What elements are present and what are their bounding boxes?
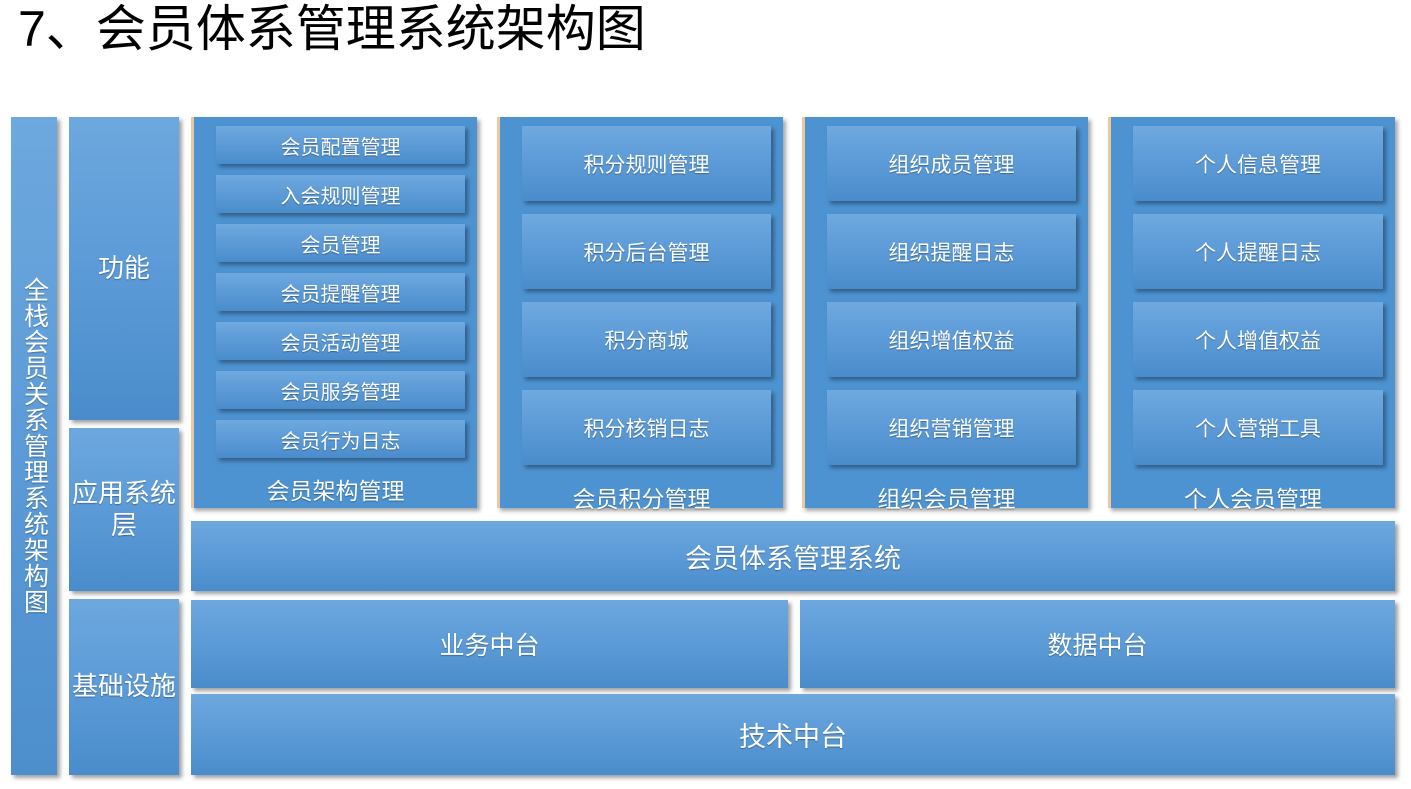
module-chip[interactable]: 积分核销日志: [522, 390, 771, 465]
layer-infrastructure-label: 基础设施: [71, 671, 176, 702]
spine-text: 全栈会员关系管理系统架构图: [20, 277, 49, 615]
diagram-spine-label: 全栈会员关系管理系统架构图: [11, 117, 57, 775]
module-chip[interactable]: 积分后台管理: [522, 214, 771, 289]
column-organization-member: 组织成员管理 组织提醒日志 组织增值权益 组织营销管理 组织会员管理: [802, 117, 1088, 512]
row-business-middle-platform[interactable]: 业务中台: [191, 600, 788, 688]
module-chip[interactable]: 会员行为日志: [216, 420, 465, 458]
column-personal-member: 个人信息管理 个人提醒日志 个人增值权益 个人营销工具 个人会员管理: [1108, 117, 1395, 512]
column-member-points: 积分规则管理 积分后台管理 积分商城 积分核销日志 会员积分管理: [497, 117, 783, 512]
layer-infrastructure: 基础设施: [69, 599, 179, 775]
module-chip[interactable]: 入会规则管理: [216, 175, 465, 213]
module-chip[interactable]: 会员活动管理: [216, 322, 465, 360]
module-chip[interactable]: 积分规则管理: [522, 126, 771, 201]
module-chip[interactable]: 积分商城: [522, 302, 771, 377]
layer-application-system-label: 应用系统层: [71, 477, 176, 540]
column-footer-label: 会员架构管理: [266, 478, 405, 504]
module-chip[interactable]: 组织成员管理: [827, 126, 1076, 201]
page-title: 7、会员体系管理系统架构图: [18, 1, 646, 57]
column-footer-label: 个人会员管理: [1184, 486, 1322, 512]
module-chip[interactable]: 个人营销工具: [1133, 390, 1383, 465]
module-chip[interactable]: 会员提醒管理: [216, 273, 465, 311]
row-membership-system[interactable]: 会员体系管理系统: [191, 521, 1395, 591]
column-items: 积分规则管理 积分后台管理 积分商城 积分核销日志: [500, 117, 783, 478]
layer-function-label: 功能: [97, 252, 150, 283]
column-items: 组织成员管理 组织提醒日志 组织增值权益 组织营销管理: [805, 117, 1088, 478]
module-chip[interactable]: 个人信息管理: [1133, 126, 1383, 201]
module-chip[interactable]: 会员配置管理: [216, 126, 465, 164]
column-footer-label: 组织会员管理: [877, 486, 1016, 512]
column-items: 会员配置管理 入会规则管理 会员管理 会员提醒管理 会员活动管理 会员服务管理 …: [194, 117, 477, 470]
column-footer-label: 会员积分管理: [572, 486, 711, 512]
module-chip[interactable]: 会员管理: [216, 224, 465, 262]
column-member-architecture: 会员配置管理 入会规则管理 会员管理 会员提醒管理 会员活动管理 会员服务管理 …: [191, 117, 477, 508]
module-chip[interactable]: 组织营销管理: [827, 390, 1076, 465]
module-chip[interactable]: 个人提醒日志: [1133, 214, 1383, 289]
module-chip[interactable]: 个人增值权益: [1133, 302, 1383, 377]
layer-application-system: 应用系统层: [69, 428, 179, 591]
module-chip[interactable]: 组织增值权益: [827, 302, 1076, 377]
row-tech-middle-platform[interactable]: 技术中台: [191, 694, 1395, 775]
row-data-middle-platform[interactable]: 数据中台: [800, 600, 1395, 688]
module-chip[interactable]: 会员服务管理: [216, 371, 465, 409]
module-chip[interactable]: 组织提醒日志: [827, 214, 1076, 289]
layer-function: 功能: [69, 117, 179, 420]
column-items: 个人信息管理 个人提醒日志 个人增值权益 个人营销工具: [1111, 117, 1395, 478]
